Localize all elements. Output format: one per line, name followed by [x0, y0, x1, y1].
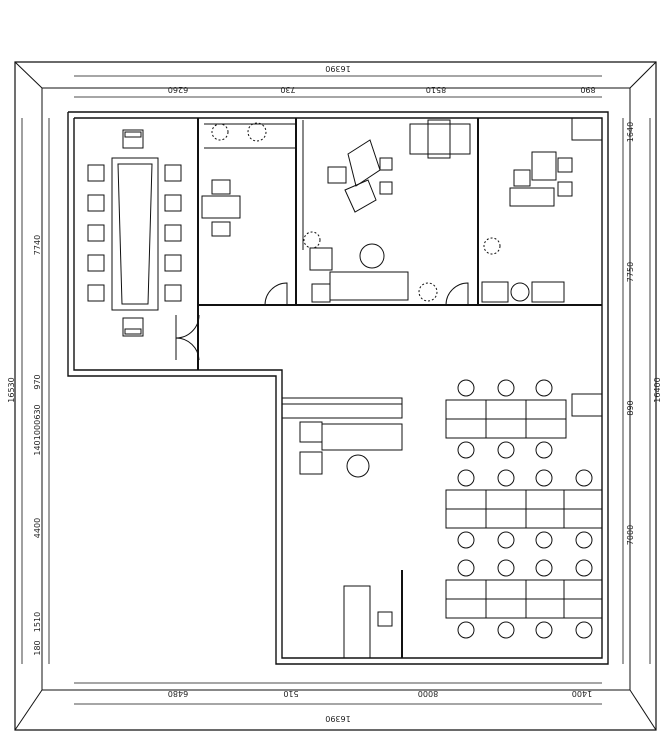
left-dimension-7: 1510 — [33, 612, 42, 632]
right-total-dimension: 16400 — [653, 377, 662, 402]
office-2 — [295, 118, 478, 306]
left-dimension-5: 140 — [33, 440, 42, 455]
right-dimension-1: 1640 — [626, 122, 635, 142]
workstation-chairs — [457, 379, 593, 639]
left-dimension-3: 630 — [33, 404, 42, 419]
conference-table — [111, 157, 159, 311]
bottom-total-dimension: 16390 — [325, 714, 350, 723]
top-dimension-2: 730 — [280, 85, 295, 94]
border-diagonal — [629, 61, 657, 89]
bottom-dimension-2: 510 — [283, 689, 298, 698]
border-diagonal — [629, 689, 657, 731]
plant-icon — [211, 122, 267, 142]
bottom-dimension-3: 8000 — [418, 689, 438, 698]
inner-border — [41, 87, 631, 691]
right-dimension-4: 7000 — [626, 525, 635, 545]
dimension-lines — [21, 75, 651, 705]
left-dimension-2: 970 — [33, 374, 42, 389]
office-3 — [477, 117, 603, 306]
right-dimension-2: 7750 — [626, 262, 635, 282]
lounge-area — [281, 397, 403, 478]
left-dimension-4: 1000 — [33, 420, 42, 440]
left-dimension-8: 180 — [33, 640, 42, 655]
partitions — [343, 570, 403, 659]
plant-icon — [483, 237, 501, 255]
sheet-border — [14, 61, 657, 731]
left-dimension-1: 7740 — [33, 235, 42, 255]
building-outline — [67, 111, 609, 665]
border-diagonal — [14, 61, 43, 89]
top-dimension-1: 6260 — [168, 85, 188, 94]
top-total-dimension: 16390 — [325, 64, 350, 73]
conference-room — [87, 118, 200, 370]
right-dimension-3: 890 — [626, 400, 635, 415]
office-1 — [198, 118, 297, 306]
border-diagonal — [14, 689, 43, 731]
door-swing — [175, 337, 200, 361]
door-swing — [175, 314, 200, 339]
left-dimension-6: 4400 — [33, 518, 42, 538]
top-dimension-4: 890 — [580, 85, 595, 94]
left-total-dimension: 16530 — [7, 377, 16, 402]
bottom-dimension-4: 1400 — [572, 689, 592, 698]
workstations — [445, 379, 603, 639]
conference-chairs — [87, 129, 182, 337]
plant-icon — [303, 231, 438, 302]
bottom-dimension-1: 6480 — [168, 689, 188, 698]
top-dimension-3: 8510 — [426, 85, 446, 94]
